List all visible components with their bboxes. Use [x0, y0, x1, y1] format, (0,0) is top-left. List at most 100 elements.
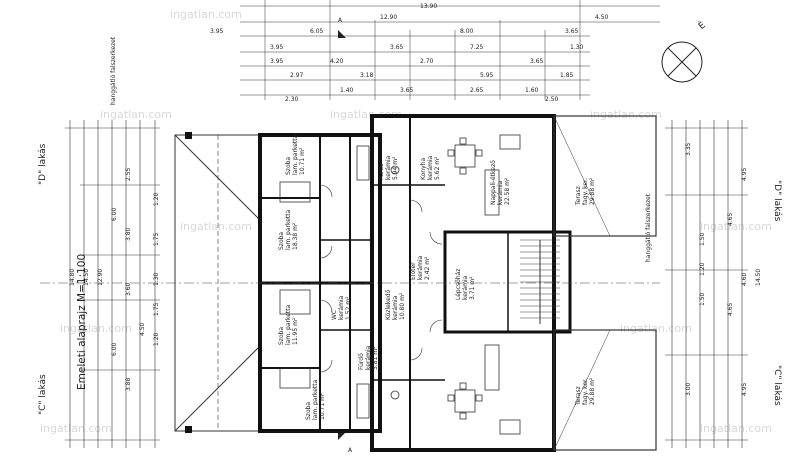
- svg-text:10.71 m²: 10.71 m²: [319, 392, 326, 420]
- left-dim: 14.80: [69, 269, 76, 286]
- svg-text:fagy. ker.: fagy. ker.: [582, 378, 589, 405]
- left-dim: 2.55: [125, 167, 132, 181]
- svg-text:kerámia: kerámia: [497, 180, 504, 205]
- room-label: Lépcsőház kerámia 3.71 m²: [455, 269, 476, 300]
- top-dim: 8.00: [460, 28, 474, 35]
- top-dim: 2.50: [545, 96, 559, 103]
- svg-text:2.42 m²: 2.42 m²: [424, 256, 431, 280]
- top-dim: 2.97: [290, 72, 304, 79]
- svg-text:Előtér: Előtér: [410, 262, 417, 280]
- left-dim: 1.30: [153, 272, 160, 286]
- svg-text:Szoba: Szoba: [285, 157, 292, 175]
- note-sound-wall: hanggátló falszerkezet: [110, 36, 117, 105]
- top-dim: 3.18: [360, 72, 374, 79]
- top-dim: 2.30: [285, 96, 299, 103]
- top-dim: 1.30: [570, 44, 584, 51]
- right-dim: 3.00: [685, 382, 692, 396]
- right-dim: 4.65: [727, 212, 734, 226]
- left-dim: 1.75: [153, 302, 160, 316]
- right-dim: 4.65: [727, 302, 734, 316]
- watermark: ingatlan.com: [700, 422, 772, 435]
- room-label: Terasz fagy. ker. 29.88 m²: [575, 177, 596, 206]
- svg-text:Fürdő: Fürdő: [378, 163, 385, 180]
- room-label: Szoba lam. parketta 10.71 m²: [285, 134, 306, 175]
- left-dim: 3.88: [125, 377, 132, 391]
- dining-table: [447, 382, 483, 420]
- svg-text:5.94 m²: 5.94 m²: [392, 156, 399, 180]
- left-dim: 4.50: [139, 322, 146, 336]
- left-dim: 1.75: [153, 232, 160, 246]
- svg-text:Fürdő: Fürdő: [358, 353, 365, 370]
- svg-text:10.71 m²: 10.71 m²: [299, 147, 306, 175]
- right-dim: 4.95: [741, 382, 748, 396]
- unit-label-c-left: "C" lakás: [38, 374, 48, 415]
- top-dim: 12.90: [380, 14, 397, 21]
- svg-text:kerámia: kerámia: [392, 295, 399, 320]
- watermark: ingatlan.com: [60, 322, 132, 335]
- svg-text:Konyha: Konyha: [420, 158, 427, 180]
- svg-text:3.81 m²: 3.81 m²: [372, 346, 379, 370]
- left-dim: 6.00: [111, 342, 118, 356]
- sofa: [484, 134, 521, 435]
- left-dim: 1.20: [153, 332, 160, 346]
- top-dim: 13.90: [420, 3, 437, 10]
- top-dim: 5.95: [480, 72, 494, 79]
- svg-text:18.38 m²: 18.38 m²: [292, 222, 299, 250]
- staircase: [520, 239, 560, 324]
- north-label: É: [696, 19, 708, 32]
- svg-text:Szoba: Szoba: [278, 232, 285, 250]
- room-label: Közlekedő kerámia 10.80 m²: [385, 289, 406, 320]
- top-dim: 4.20: [330, 58, 344, 65]
- bed: [279, 181, 311, 389]
- unit-label-d-left: "D" lakás: [38, 143, 48, 185]
- section-label: A: [338, 17, 343, 24]
- svg-text:5.62 m²: 5.62 m²: [434, 156, 441, 180]
- svg-text:22.58 m²: 22.58 m²: [504, 177, 511, 205]
- room-label: Szoba lam. parketta 18.38 m²: [278, 209, 299, 250]
- watermark: ingatlan.com: [700, 220, 772, 233]
- right-dim: 14.50: [755, 269, 762, 286]
- top-dim: 7.25: [470, 44, 484, 51]
- right-dim: 1.50: [699, 292, 706, 306]
- room-label: Nappali-étkező kerámia 22.58 m²: [490, 160, 511, 205]
- room-label: Fürdő kerámia 5.94 m²: [378, 155, 399, 180]
- svg-text:lam. parketta: lam. parketta: [285, 209, 292, 250]
- svg-text:lam. parketta: lam. parketta: [285, 304, 292, 345]
- section-label: A: [348, 447, 353, 454]
- section-mark-top: A: [338, 17, 346, 38]
- unit-label-d-right: "D" lakás: [772, 180, 782, 222]
- unit-label-c-right: "C" lakás: [772, 365, 782, 406]
- svg-text:kerámia: kerámia: [417, 255, 424, 280]
- note-sound-wall: hanggátló falszerkezet: [645, 193, 652, 262]
- svg-text:Szoba: Szoba: [305, 402, 312, 420]
- top-dim: 1.60: [525, 87, 539, 94]
- top-dim: 6.05: [310, 28, 324, 35]
- top-dim: 1.40: [340, 87, 354, 94]
- room-label: Előtér kerámia 2.42 m²: [410, 255, 431, 280]
- right-dim: 4.60: [741, 272, 748, 286]
- svg-text:10.80 m²: 10.80 m²: [399, 292, 406, 320]
- room-label: Konyha kerámia 5.62 m²: [420, 155, 441, 180]
- section-mark-bottom: A: [338, 432, 353, 454]
- svg-text:Terasz: Terasz: [575, 386, 582, 406]
- left-dim: 12.90: [97, 269, 104, 286]
- svg-text:Nappali-étkező: Nappali-étkező: [490, 160, 497, 205]
- svg-text:Lépcsőház: Lépcsőház: [455, 269, 462, 300]
- svg-text:1.52 m²: 1.52 m²: [345, 296, 352, 320]
- svg-text:Terasz: Terasz: [575, 186, 582, 206]
- left-dim: 3.80: [125, 227, 132, 241]
- svg-text:fagy. ker.: fagy. ker.: [582, 178, 589, 205]
- top-dimension-lines: [240, 0, 660, 100]
- right-dimension-lines: [665, 120, 748, 448]
- chimney: [185, 132, 192, 139]
- watermark: ingatlan.com: [180, 220, 252, 233]
- room-label: Terasz fagy. ker. 29.88 m²: [575, 377, 596, 406]
- left-dimension-lines: [65, 120, 160, 448]
- top-dim: 2.65: [470, 87, 484, 94]
- top-dim: 3.95: [210, 28, 224, 35]
- left-dim: 14.50: [83, 269, 90, 286]
- door-arcs: [319, 184, 443, 373]
- svg-text:kerámia: kerámia: [365, 345, 372, 370]
- svg-text:3.71 m²: 3.71 m²: [469, 276, 476, 300]
